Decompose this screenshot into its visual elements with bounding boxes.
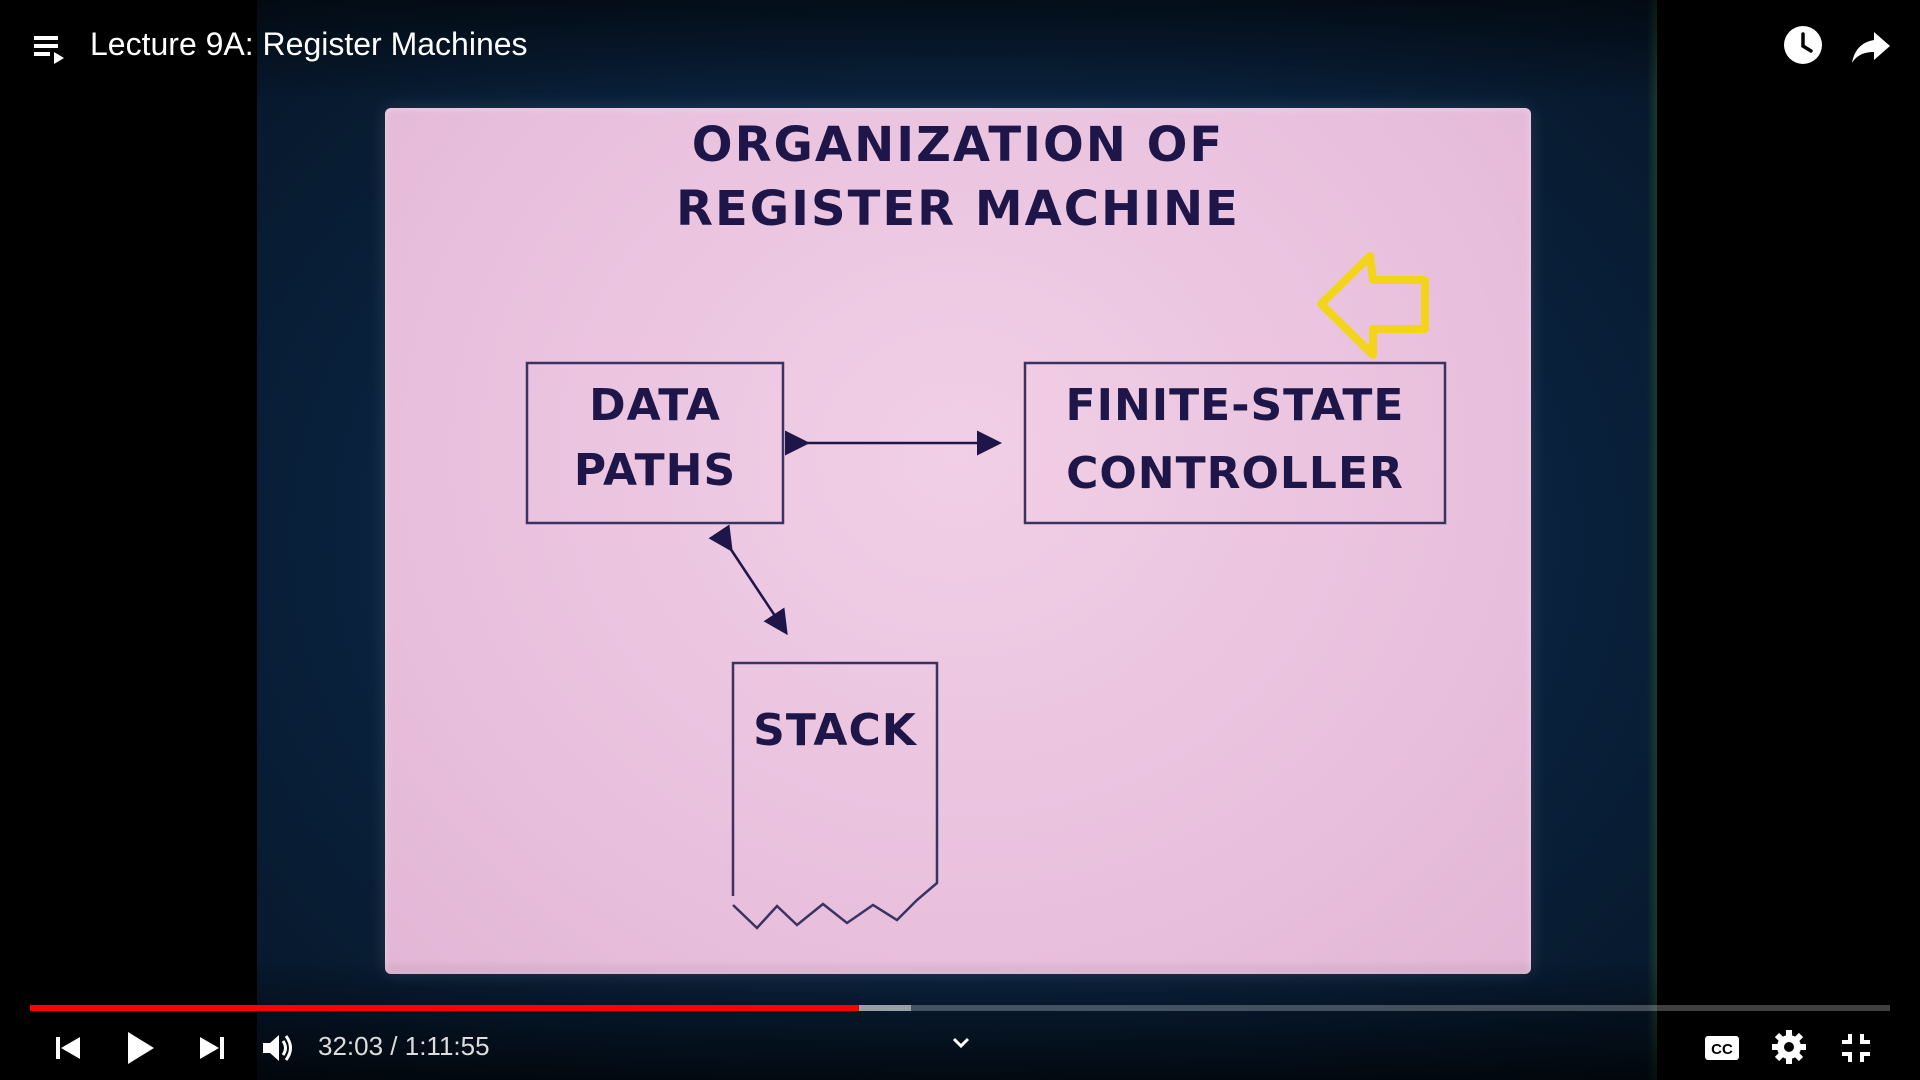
data-paths-label-line2: PATHS bbox=[574, 445, 736, 496]
exit-fullscreen-button[interactable] bbox=[1836, 1028, 1876, 1068]
volume-button[interactable] bbox=[258, 1028, 298, 1068]
svg-text:CC: CC bbox=[1711, 1041, 1733, 1058]
controller-label-line2: CONTROLLER bbox=[1066, 448, 1404, 499]
gear-icon bbox=[1772, 1030, 1806, 1064]
progress-bar[interactable] bbox=[30, 1005, 1890, 1011]
closed-captions-icon: CC bbox=[1705, 1036, 1739, 1060]
pointer-arrow-icon bbox=[1317, 252, 1429, 359]
controller-box bbox=[1023, 361, 1447, 525]
video-frame[interactable]: DATA PATHS FINITE-STATE CONTROLLER STACK… bbox=[257, 0, 1657, 1080]
bottom-overlay bbox=[0, 960, 1920, 1080]
top-overlay bbox=[0, 0, 1920, 100]
data-paths-label-line1: DATA bbox=[589, 380, 721, 431]
captions-button[interactable]: CC bbox=[1702, 1030, 1742, 1066]
chevron-down-icon bbox=[952, 1037, 970, 1049]
skip-next-button[interactable] bbox=[192, 1028, 232, 1068]
exit-fullscreen-icon bbox=[1842, 1034, 1870, 1062]
current-time: 32:03 bbox=[318, 1031, 384, 1061]
progress-played bbox=[30, 1005, 859, 1011]
playlist-icon[interactable] bbox=[30, 28, 70, 68]
chapters-chevron-button[interactable] bbox=[946, 1028, 976, 1058]
stack-outline bbox=[731, 661, 939, 930]
skip-next-icon bbox=[200, 1037, 224, 1059]
clock-icon[interactable] bbox=[1782, 24, 1824, 66]
volume-icon bbox=[263, 1035, 292, 1061]
controller-label-line1: FINITE-STATE bbox=[1066, 380, 1405, 431]
time-display: 32:03 / 1:11:55 bbox=[318, 1030, 490, 1062]
play-button[interactable] bbox=[118, 1026, 162, 1070]
stack-label: STACK bbox=[753, 705, 918, 756]
datapath-stack-arrow bbox=[708, 524, 788, 636]
skip-previous-icon bbox=[56, 1037, 80, 1059]
data-paths-box bbox=[525, 361, 785, 525]
slide-diagram: DATA PATHS FINITE-STATE CONTROLLER STACK bbox=[525, 252, 1447, 930]
lecture-slide: DATA PATHS FINITE-STATE CONTROLLER STACK… bbox=[385, 108, 1531, 974]
settings-button[interactable] bbox=[1768, 1026, 1810, 1068]
slide-title-line2: REGISTER MACHINE bbox=[676, 181, 1240, 237]
slide-title-line1: ORGANIZATION OF bbox=[691, 117, 1225, 173]
play-icon bbox=[128, 1032, 154, 1064]
time-separator: / bbox=[383, 1031, 405, 1061]
skip-previous-button[interactable] bbox=[48, 1028, 88, 1068]
duration: 1:11:55 bbox=[404, 1031, 490, 1061]
share-arrow-icon[interactable] bbox=[1850, 26, 1892, 68]
video-title[interactable]: Lecture 9A: Register Machines bbox=[90, 26, 528, 62]
